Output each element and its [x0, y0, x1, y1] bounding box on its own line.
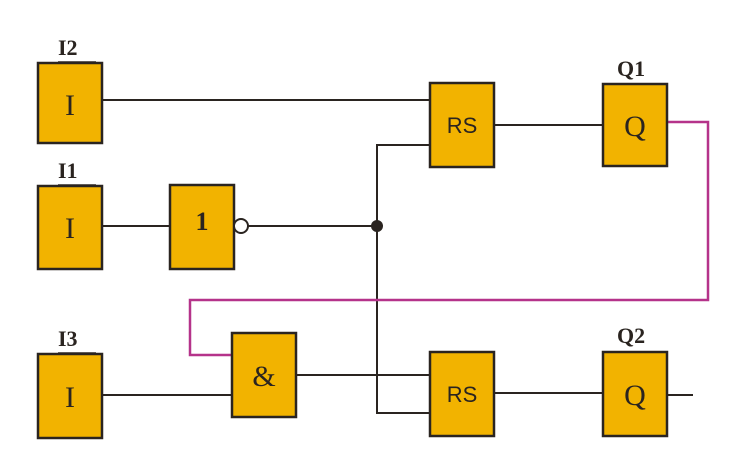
rs-flipflop-top-symbol: RS [447, 113, 478, 138]
not-gate-inversion-bubble [233, 218, 249, 234]
rs-flipflop-bottom-symbol: RS [447, 382, 478, 407]
input-block-i3-symbol: I [65, 381, 75, 414]
input-block-i3: I [36, 352, 104, 440]
label-i3: I3 [58, 326, 78, 351]
rs-flipflop-bottom: RS [428, 350, 496, 438]
label-q2: Q2 [617, 323, 645, 348]
label-i2: I2 [58, 35, 78, 60]
junction-dot [371, 220, 383, 232]
not-gate: 1 [168, 183, 249, 271]
wire-junction-to-rs-bottom-reset [376, 226, 430, 414]
label-q1: Q1 [617, 56, 645, 81]
output-block-q1: Q [601, 82, 669, 168]
rs-flipflop-top: RS [428, 81, 496, 169]
output-block-q1-symbol: Q [624, 110, 646, 143]
wires [102, 99, 693, 414]
and-gate-symbol: & [252, 360, 275, 393]
not-gate-symbol: 1 [196, 207, 209, 236]
output-block-q2-symbol: Q [624, 379, 646, 412]
input-block-i1: I [36, 184, 104, 271]
wire-junction-to-rs-top-reset [376, 144, 430, 226]
input-block-i2-symbol: I [65, 89, 75, 122]
feedback-wire-q1-to-and [188, 120, 710, 357]
input-block-i1-symbol: I [65, 212, 75, 245]
input-block-i2: I [36, 61, 104, 145]
output-block-q2: Q [601, 350, 669, 438]
label-i1: I1 [58, 158, 78, 183]
and-gate: & [230, 331, 298, 419]
